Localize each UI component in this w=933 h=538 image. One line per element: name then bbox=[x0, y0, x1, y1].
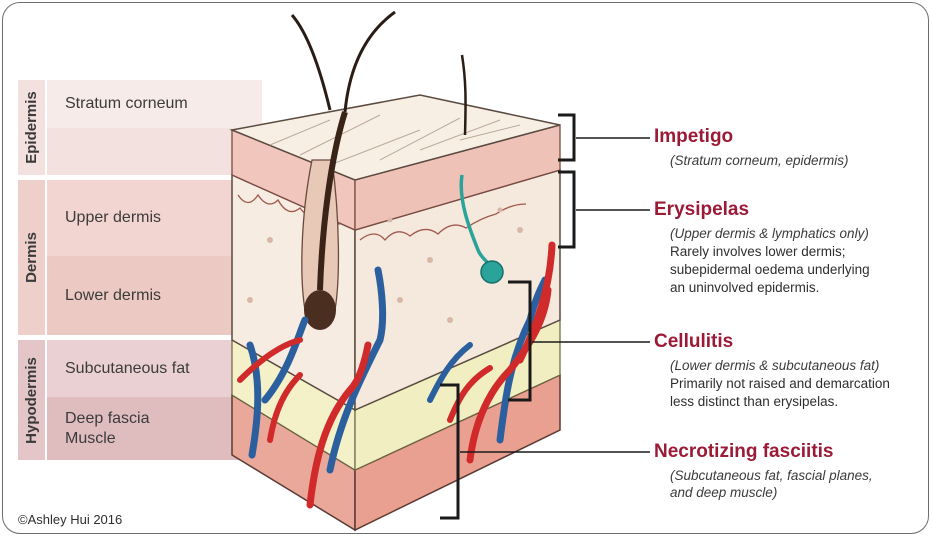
cellulitis-title: Cellulitis bbox=[654, 331, 733, 353]
copyright-text: ©Ashley Hui 2016 bbox=[18, 512, 122, 527]
lymph-node bbox=[481, 261, 503, 283]
hair-shaft bbox=[292, 15, 330, 110]
hair-bulb bbox=[304, 290, 336, 330]
impetigo-subtitle: (Stratum corneum, epidermis) bbox=[670, 152, 849, 169]
cellulitis-description: Primarily not raised and demarcation les… bbox=[670, 375, 890, 411]
hair-shaft-2 bbox=[345, 12, 395, 112]
erysipelas-description: Rarely involves lower dermis; subepiderm… bbox=[670, 243, 870, 297]
erysipelas-title: Erysipelas bbox=[654, 199, 749, 221]
erysipelas-subtitle: (Upper dermis & lymphatics only) bbox=[670, 225, 869, 242]
impetigo-title: Impetigo bbox=[654, 126, 733, 148]
cellulitis-subtitle: (Lower dermis & subcutaneous fat) bbox=[670, 357, 879, 374]
necrotizing-fasciitis-title: Necrotizing fasciitis bbox=[654, 441, 834, 463]
necrotizing-fasciitis-subtitle: (Subcutaneous fat, fascial planes, and d… bbox=[670, 467, 873, 501]
